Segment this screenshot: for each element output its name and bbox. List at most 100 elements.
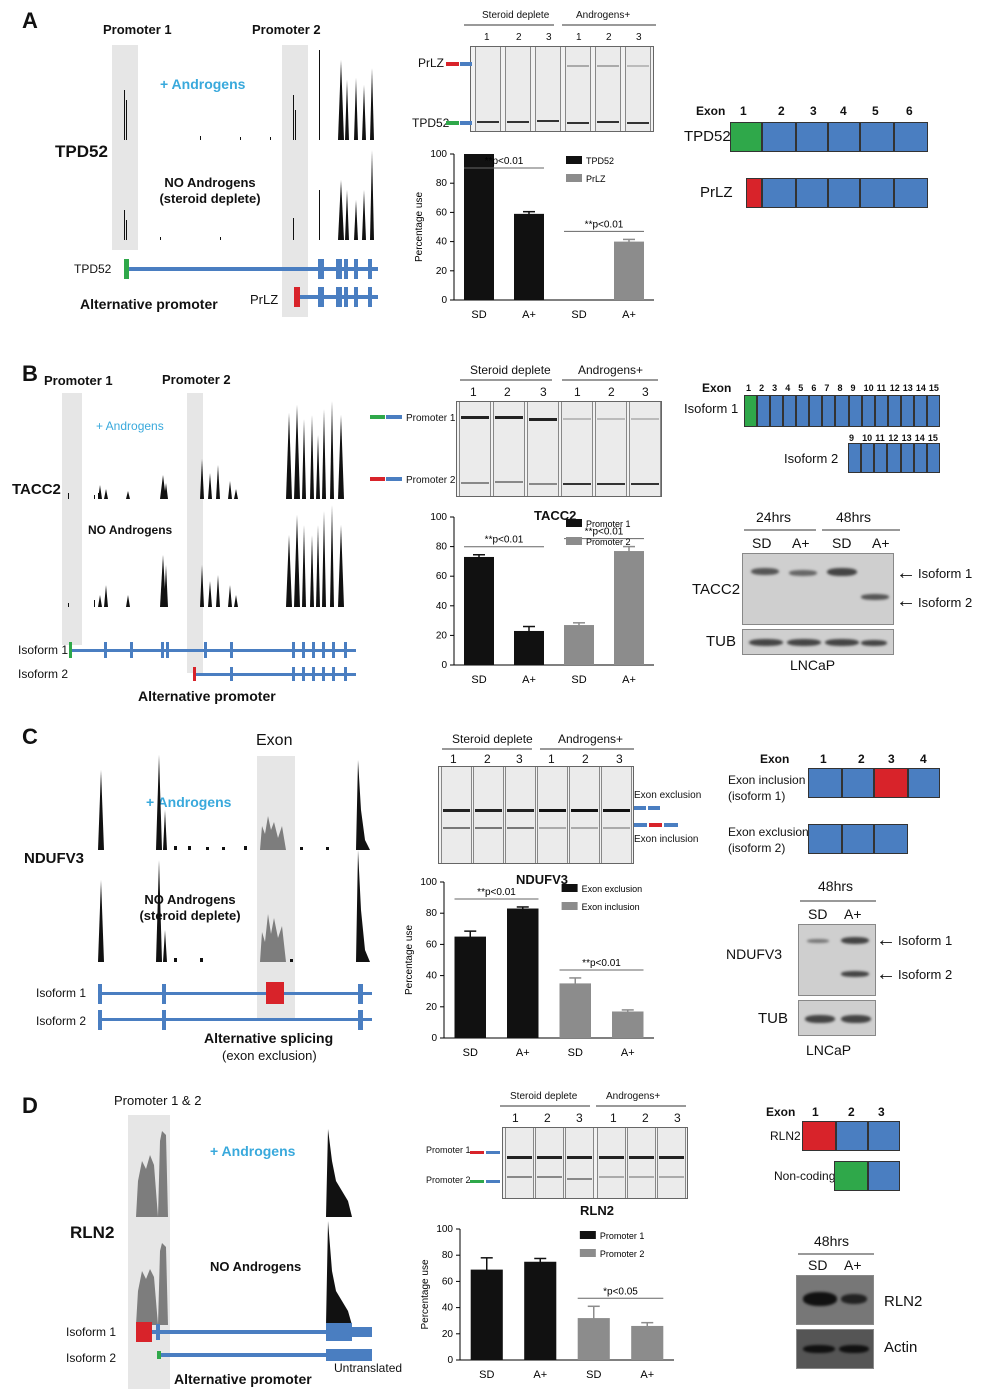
exon-number: 7 (824, 383, 830, 393)
exon-number: 10 (863, 383, 874, 393)
western-blot-loading (798, 1000, 876, 1036)
x-tick-label: SD (471, 309, 486, 321)
lane-label: SD (832, 535, 852, 551)
promoter-label: Promoter 1 & 2 (114, 1093, 202, 1108)
gel-group1: Steroid deplete (510, 1091, 578, 1102)
coverage-tracks (98, 755, 370, 962)
exon-number: 4 (920, 752, 927, 766)
gene-name: NDUFV3 (24, 850, 85, 867)
gel-group2: Androgens+ (558, 732, 624, 746)
panel-d: D Promoter 1 & 2 + Androgens RLN2 NO And… (0, 1085, 1000, 1390)
gel-group1: Steroid deplete (482, 10, 550, 21)
x-tick-label: A+ (522, 309, 536, 321)
bar (507, 908, 539, 1038)
exon-box (822, 395, 836, 427)
legend-swatch (566, 519, 582, 527)
x-tick-label: A+ (533, 1369, 547, 1381)
schematic-row1-line1: Exon inclusion (728, 773, 806, 787)
lane-number: 1 (576, 32, 582, 43)
exon-label: Exon (760, 752, 790, 766)
panel-b: B Promoter 1 Promoter 2 + Androgens TACC… (0, 355, 1000, 715)
panel-label: B (22, 361, 38, 386)
western-blot-loading (796, 1329, 874, 1369)
western-blot-main (742, 553, 894, 625)
exon-box (900, 395, 914, 427)
y-axis-label: Percentage use (420, 1259, 431, 1329)
exon-number: 13 (901, 433, 912, 443)
gel-bracket (460, 379, 658, 381)
exon-number: 8 (837, 383, 843, 393)
western-blot-main (796, 1275, 874, 1325)
lane-number: 2 (544, 1111, 551, 1125)
bar (564, 625, 594, 665)
coverage-tracks (68, 401, 344, 607)
y-tick-label: 100 (436, 1224, 453, 1235)
significance-label: **p<0.01 (485, 156, 524, 167)
bar (614, 551, 644, 665)
y-tick-label: 20 (442, 1329, 454, 1340)
lane-number: 1 (450, 752, 457, 766)
gel-band-top-label: Promoter 1 (406, 413, 456, 424)
gene-structure (69, 642, 356, 681)
gel-band-bottom-label: Promoter 2 (406, 475, 456, 486)
y-tick-label: 80 (426, 908, 438, 919)
legend-label: PrLZ (586, 174, 606, 184)
lane-label: A+ (844, 906, 862, 922)
western-time: 48hrs (814, 1233, 850, 1249)
arrow-left-icon: ← (876, 963, 896, 985)
arrow-left-icon: ← (876, 929, 896, 951)
isoform1-label: TPD52 (74, 262, 112, 276)
exon-box (744, 395, 758, 427)
exon-number: 3 (810, 104, 817, 118)
bar (524, 1261, 557, 1360)
no-androgens-label: NO Androgens (88, 523, 173, 537)
legend-swatch (579, 1249, 596, 1257)
lane-number: 3 (642, 385, 649, 399)
isoform1-label: Isoform 1 (36, 986, 87, 1000)
western-arrow1-label: Isoform 1 (918, 566, 973, 581)
schematic-row2 (808, 824, 908, 854)
gel-image (438, 766, 634, 864)
panel-label: C (22, 724, 38, 749)
y-tick-label: 100 (430, 149, 447, 160)
exon-highlight-label: Exon (256, 732, 293, 749)
panel-label: A (22, 8, 38, 33)
schematic-row1 (730, 122, 928, 152)
exon-number: 15 (927, 433, 938, 443)
isoform2-label: Isoform 2 (36, 1014, 87, 1028)
legend-label: Exon inclusion (582, 902, 640, 912)
no-androgens-label: NO Androgens (210, 1259, 302, 1274)
chart-title-c: NDUFV3 (516, 872, 569, 887)
gel-lane-numbers: 1 2 3 1 2 3 (460, 385, 660, 399)
exon-number: 2 (778, 104, 785, 118)
lane-label: A+ (844, 1257, 862, 1273)
isoform2-label: PrLZ (250, 292, 279, 307)
exon-number: 10 (862, 433, 873, 443)
gel-lane-numbers: 1 2 3 1 2 3 (502, 1111, 692, 1125)
lane-number: 2 (608, 385, 615, 399)
gel-group2: Androgens+ (578, 363, 644, 377)
band-bottom-marker (446, 121, 472, 125)
lane-number: 2 (582, 752, 589, 766)
coverage-tracks (124, 50, 374, 240)
exon-number: 9 (850, 383, 856, 393)
lane-number: 3 (674, 1111, 681, 1125)
exon-number: 5 (872, 104, 879, 118)
y-tick-label: 60 (442, 1276, 454, 1287)
gel-band-top-label: Promoter 1 (426, 1145, 471, 1155)
gene-structure (136, 1322, 372, 1361)
promoter1-highlight (62, 393, 82, 645)
western-loading-label: Actin (884, 1339, 918, 1356)
exon-number: 13 (902, 383, 913, 393)
y-tick-label: 40 (436, 237, 448, 248)
event-label: Alternative splicing (204, 1030, 334, 1046)
band-bottom-marker (370, 477, 402, 481)
exon-number: 6 (811, 383, 817, 393)
western-blot-main (798, 924, 876, 996)
y-tick-label: 100 (430, 512, 447, 523)
bar (464, 154, 494, 300)
exon-number: 2 (848, 1105, 855, 1119)
lane-number: 3 (576, 1111, 583, 1125)
y-tick-label: 60 (436, 207, 448, 218)
